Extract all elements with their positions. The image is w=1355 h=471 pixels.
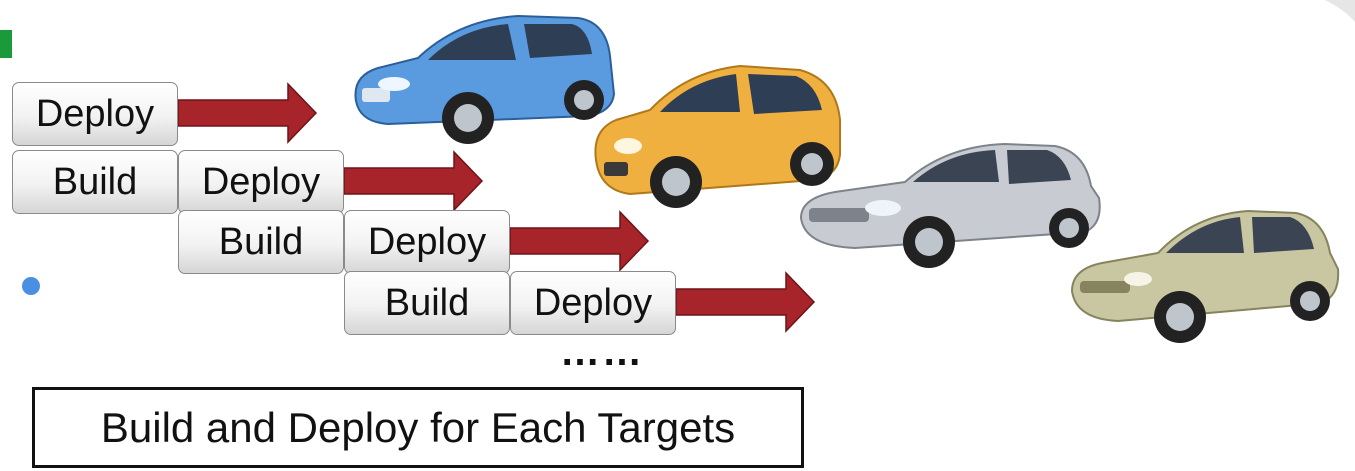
deploy-box-4: Deploy xyxy=(510,271,676,335)
build-box-3: Build xyxy=(178,210,344,274)
slide-corner-decoration xyxy=(1325,0,1355,22)
build-box-4: Build xyxy=(344,271,510,335)
caption-box: Build and Deploy for Each Targets xyxy=(32,387,804,468)
bullet-dot xyxy=(22,277,40,295)
deploy-arrow-3 xyxy=(510,210,650,272)
deploy-box-2: Deploy xyxy=(178,150,344,214)
deploy-arrow-2 xyxy=(344,150,484,212)
build-box-2: Build xyxy=(12,150,178,214)
slide-marker xyxy=(0,30,12,58)
deploy-arrow-1 xyxy=(178,82,318,144)
continuation-ellipsis: …… xyxy=(560,330,644,374)
orange-hatchback-car-icon xyxy=(594,64,841,208)
blue-hatchback-car-icon xyxy=(354,14,616,144)
beige-sedan-car-icon xyxy=(1070,209,1340,343)
deploy-box-1: Deploy xyxy=(12,82,178,146)
deploy-arrow-4 xyxy=(676,271,816,333)
deploy-box-3: Deploy xyxy=(344,210,510,274)
silver-sedan-car-icon xyxy=(799,142,1101,268)
